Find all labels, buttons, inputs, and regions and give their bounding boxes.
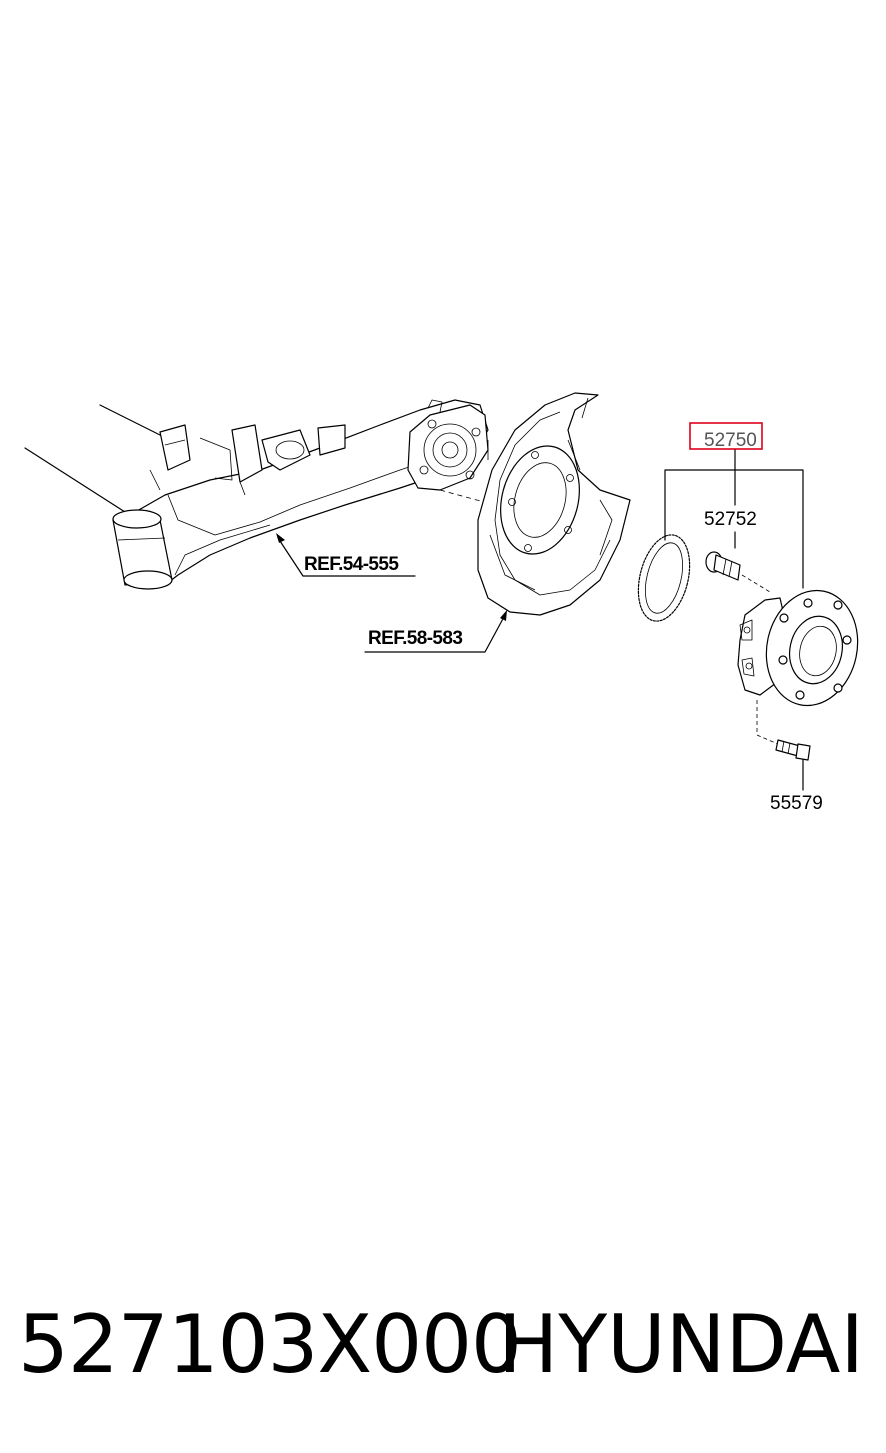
- abs-tone-ring: [637, 534, 691, 622]
- ref-58-583-label: REF.58-583: [368, 628, 462, 649]
- wheel-stud: [705, 551, 771, 593]
- knuckle-plate: [407, 399, 489, 491]
- part-52752-label: 52752: [704, 509, 757, 530]
- part-55579-callout: 55579: [756, 700, 823, 814]
- ref-54-555-callout: REF.54-555: [276, 533, 416, 577]
- bushing: [112, 509, 173, 590]
- hub-bearing-assembly: [737, 589, 859, 707]
- ref-54-555-label: REF.54-555: [304, 554, 399, 575]
- torsion-beam-axle: [24, 399, 496, 590]
- brand-name: HYUNDAI: [498, 1298, 864, 1391]
- highlight-box: [689, 422, 763, 450]
- part-52750-callout: 52750: [664, 422, 804, 589]
- part-52750-label: 52750: [704, 430, 757, 451]
- footer-caption: 527103X000 HYUNDAI: [0, 1290, 886, 1400]
- part-55579-label: 55579: [770, 793, 823, 814]
- dust-shield: [477, 392, 631, 616]
- part-number: 527103X000: [18, 1298, 522, 1391]
- ref-58-583-callout: REF.58-583: [364, 610, 507, 653]
